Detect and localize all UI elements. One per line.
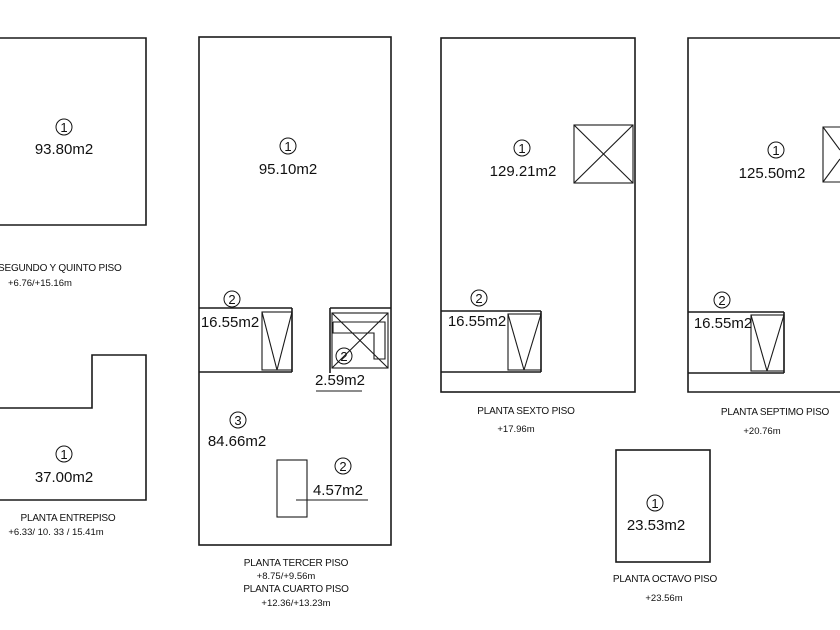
fixture	[276, 459, 308, 518]
room-number: 2	[228, 292, 235, 307]
room-number-circle	[470, 289, 488, 307]
plan-tercer-cuarto: 1 95.10m2 2 16.55m2 2 2.59m2 3 84.66m2 2…	[198, 36, 392, 609]
room-area: 37.00m2	[35, 469, 93, 486]
stair	[507, 313, 542, 371]
room-number: 2	[718, 293, 725, 308]
plan-title: PLANTA CUARTO PISO	[243, 584, 349, 595]
plan-level: +6.76/+15.16m	[8, 278, 72, 289]
shaft-cross	[573, 124, 634, 184]
plan-level: +8.75/+9.56m	[257, 571, 316, 582]
plan-septimo: 1 125.50m2 2 16.55m2 PLANTA SEPTIMO PISO…	[687, 37, 840, 437]
plan-title: PLANTA ENTREPISO	[21, 513, 116, 524]
plan-level: +23.56m	[645, 593, 682, 604]
stair-line	[276, 311, 293, 371]
room-number: 2	[475, 291, 482, 306]
room-number-circle	[767, 141, 785, 159]
plan-sexto: 1 129.21m2 2 16.55m2 PLANTA SEXTO PISO +…	[440, 37, 636, 435]
plan-title: PLANTA SEPTIMO PISO	[721, 407, 830, 418]
room-area: 16.55m2	[694, 315, 752, 332]
room-number-circle	[334, 457, 352, 475]
room-area: 93.80m2	[35, 141, 93, 158]
fixture-l	[332, 321, 386, 360]
plan-outline	[0, 37, 147, 226]
plan-level: +17.96m	[497, 424, 534, 435]
room-number-circle	[55, 445, 73, 463]
room-number: 1	[60, 120, 67, 135]
room-area: 125.50m2	[739, 165, 806, 182]
stair-line	[766, 314, 785, 372]
room-area: 16.55m2	[448, 313, 506, 330]
room-number-circle	[55, 118, 73, 136]
room-number-circle	[279, 137, 297, 155]
room-area: 84.66m2	[208, 433, 266, 450]
room-number: 2	[340, 349, 347, 364]
stair-line	[261, 311, 278, 371]
room-number: 1	[772, 143, 779, 158]
plan-outline	[198, 36, 392, 546]
room-area: 4.57m2	[313, 482, 363, 499]
room-area: 23.53m2	[627, 517, 685, 534]
plan-outline	[687, 37, 840, 393]
room-area: 95.10m2	[259, 161, 317, 178]
plan-title: PLANTA OCTAVO PISO	[613, 574, 718, 585]
shaft-cross	[822, 126, 840, 151]
shaft-cross	[822, 158, 840, 183]
room-number: 3	[234, 413, 241, 428]
plan-title: PLANTA SEXTO PISO	[477, 406, 575, 417]
plan-title: SEGUNDO Y QUINTO PISO	[0, 263, 122, 274]
plan-level: +20.76m	[743, 426, 780, 437]
stair-line	[507, 313, 525, 371]
room-area: 2.59m2	[315, 372, 365, 389]
plan-octavo: 1 23.53m2 PLANTA OCTAVO PISO +23.56m	[613, 449, 718, 604]
room-number-circle	[229, 411, 247, 429]
room-number-circle	[223, 290, 241, 308]
plan-level: +12.36/+13.23m	[261, 598, 330, 609]
plan-entrepiso: 1 37.00m2 PLANTA ENTREPISO +6.33/ 10. 33…	[0, 354, 147, 538]
room-number-circle	[646, 494, 664, 512]
stair	[750, 314, 785, 372]
room-area: 129.21m2	[490, 163, 557, 180]
stair-line	[750, 314, 768, 372]
plan-outline	[0, 354, 147, 501]
room-area: 16.55m2	[201, 314, 259, 331]
room-number: 1	[651, 496, 658, 511]
room-number: 1	[518, 141, 525, 156]
plan-outline	[615, 449, 711, 563]
plan-segundo-quinto: 1 93.80m2 SEGUNDO Y QUINTO PISO +6.76/+1…	[0, 37, 147, 289]
stair	[261, 311, 293, 371]
room-number: 1	[284, 139, 291, 154]
shaft	[573, 124, 634, 184]
stair-line	[523, 313, 542, 371]
room-number: 1	[60, 447, 67, 462]
plan-title: PLANTA TERCER PISO	[244, 558, 349, 569]
room-number-circle	[713, 291, 731, 309]
shaft	[822, 126, 840, 183]
room-number-circle	[335, 347, 353, 365]
room-number: 2	[339, 459, 346, 474]
plan-level: +6.33/ 10. 33 / 15.41m	[8, 527, 103, 538]
room-number-circle	[513, 139, 531, 157]
shaft	[331, 312, 389, 369]
plan-outline	[440, 37, 636, 393]
